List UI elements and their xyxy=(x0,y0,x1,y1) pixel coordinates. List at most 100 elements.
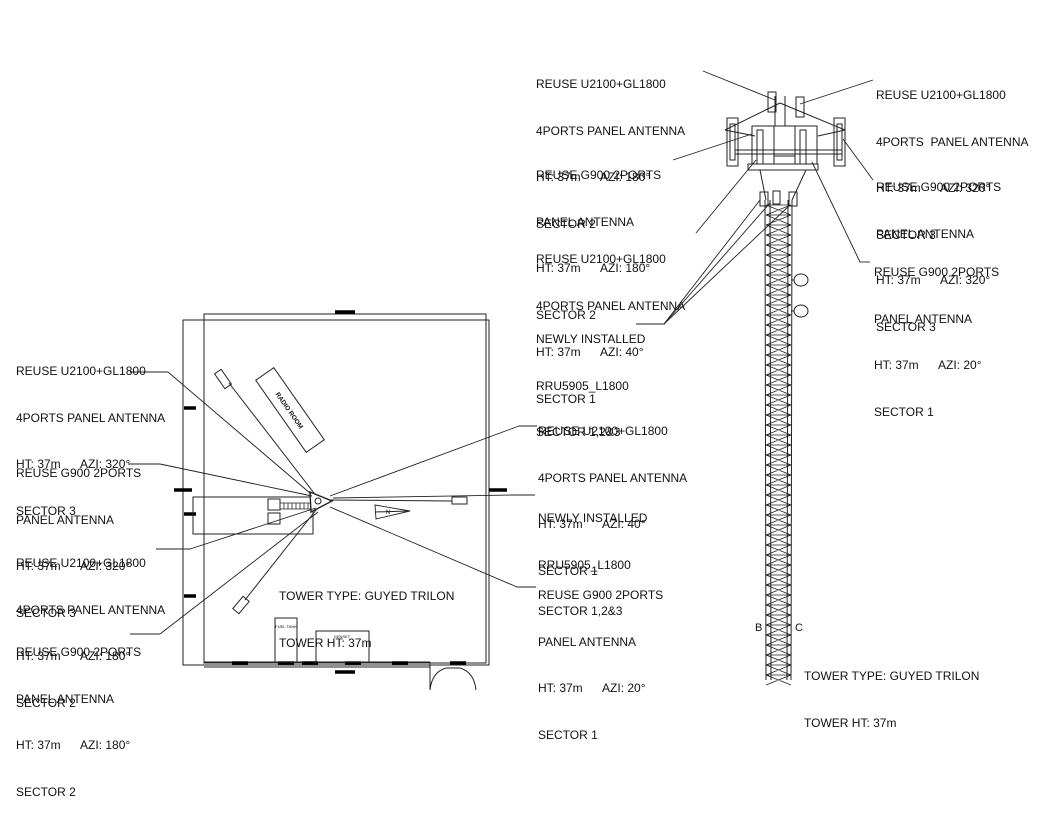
callout-line: SECTOR 3 xyxy=(876,319,936,334)
panel-antenna-top-right xyxy=(795,96,805,118)
callout-line: PANEL ANTENNA xyxy=(536,214,635,229)
callout-line: PANEL ANTENNA xyxy=(876,226,975,241)
tower-leg-b: B xyxy=(755,622,762,634)
guy-anchor-nw xyxy=(213,368,233,390)
callout-line: RRU5905_L1800 xyxy=(536,378,629,393)
elev-callout-u2100-sector1: REUSE U2100+GL1800 4PORTS PANEL ANTENNA … xyxy=(536,221,685,423)
plan-callout-rru: NEWLY INSTALLED RRU5905_L1800 SECTOR 1,2… xyxy=(538,480,647,635)
compound-outer-wall xyxy=(182,319,490,666)
callout-line: PANEL ANTENNA xyxy=(874,311,973,326)
tower-type: TOWER TYPE: GUYED TRILON xyxy=(804,669,980,683)
elevation-leaders xyxy=(636,70,874,325)
north-label: N xyxy=(386,510,390,516)
callout-line: PANEL ANTENNA xyxy=(16,691,115,706)
callout-line: HT: 37m AZI: 320° xyxy=(16,457,131,471)
callout-line: REUSE G900 2PORTS xyxy=(538,588,664,602)
callout-line: NEWLY INSTALLED xyxy=(538,511,648,525)
fuel-tank xyxy=(274,617,298,663)
callout-line: SECTOR 1,2&3 xyxy=(538,604,623,618)
callout-line: SECTOR 1 xyxy=(538,727,598,742)
callout-line: REUSE G900 2PORTS xyxy=(536,168,662,182)
callout-line: SECTOR 1,2&3 xyxy=(536,425,621,439)
plan-tower-info: TOWER TYPE: GUYED TRILON TOWER HT: 37m xyxy=(279,558,454,667)
callout-line: REUSE G900 2PORTS xyxy=(874,265,1000,279)
callout-line: REUSE U2100+GL1800 xyxy=(536,252,666,266)
elev-callout-rru: NEWLY INSTALLED RRU5905_L1800 SECTOR 1,2… xyxy=(536,301,645,456)
radio-room-label: RADIO ROOM xyxy=(274,391,304,430)
plan-callout-g900-sector2: REUSE G900 2PORTS PANEL ANTENNA HT: 37m … xyxy=(16,614,141,816)
callout-line: SECTOR 2 xyxy=(536,216,596,231)
tower-mast xyxy=(764,199,793,686)
callout-line: 4PORTS PANEL ANTENNA xyxy=(16,410,166,425)
plan-callout-g900-sector3: REUSE G900 2PORTS PANEL ANTENNA HT: 37m … xyxy=(16,435,141,637)
callout-line: SECTOR 2 xyxy=(16,695,76,710)
callout-line: HT: 37m AZI: 320° xyxy=(876,181,991,195)
north-arrow xyxy=(374,504,411,520)
callout-line: RRU5905_L1800 xyxy=(538,557,631,572)
callout-line: NEWLY INSTALLED xyxy=(536,332,646,346)
callout-line: 4PORTS PANEL ANTENNA xyxy=(876,134,1029,149)
fuel-tank-label: FUEL TANK xyxy=(275,624,297,629)
plan-callout-u2100-sector3: REUSE U2100+GL1800 4PORTS PANEL ANTENNA … xyxy=(16,333,165,535)
callout-line: HT: 37m AZI: 40° xyxy=(536,345,644,359)
rru-cluster xyxy=(759,190,798,207)
callout-line: SECTOR 3 xyxy=(876,227,936,242)
callout-line: REUSE U2100+GL1800 xyxy=(536,77,666,91)
panel-antenna-right xyxy=(833,117,846,167)
elev-callout-g900-sector3: REUSE G900 2PORTS PANEL ANTENNA HT: 37m … xyxy=(876,149,1001,351)
microwave-dish-2 xyxy=(791,304,809,318)
callout-line: HT: 37m AZI: 320° xyxy=(876,273,991,287)
callout-line: 4PORTS PANEL ANTENNA xyxy=(536,123,686,138)
antenna-platform xyxy=(724,96,846,201)
callout-line: HT: 37m AZI: 180° xyxy=(536,261,651,275)
genset-label: GENSET xyxy=(334,634,351,639)
callout-line: 4PORTS PANEL ANTENNA xyxy=(536,298,686,313)
callout-line: SECTOR 1 xyxy=(874,404,934,419)
callout-line: HT: 37m AZI: 20° xyxy=(538,681,646,695)
elev-callout-g900-sector2: REUSE G900 2PORTS PANEL ANTENNA HT: 37m … xyxy=(536,137,661,339)
panel-antenna-top-left xyxy=(767,91,777,113)
radio-room xyxy=(255,366,325,454)
site-plan xyxy=(128,310,537,691)
elev-callout-u2100-sector3: REUSE U2100+GL1800 4PORTS PANEL ANTENNA … xyxy=(876,57,1029,259)
drawing-canvas: RADIO ROOM FUEL TANK GENSET N xyxy=(128,70,874,691)
tower-elevation xyxy=(636,70,874,686)
callout-line: REUSE U2100+GL1800 xyxy=(876,88,1006,102)
callout-line: HT: 37m AZI: 20° xyxy=(874,358,982,372)
callout-line: SECTOR 1 xyxy=(536,391,596,406)
gate-swing xyxy=(429,667,447,691)
plan-callout-u2100-sector1: REUSE U2100+GL1800 4PORTS PANEL ANTENNA … xyxy=(538,393,687,595)
callout-line: REUSE U2100+GL1800 xyxy=(538,424,668,438)
plan-leaders xyxy=(128,371,537,635)
genset xyxy=(315,630,370,663)
callout-line: SECTOR 3 xyxy=(16,503,76,518)
callout-line: 4PORTS PANEL ANTENNA xyxy=(16,602,166,617)
plan-callout-g900-sector1: REUSE G900 2PORTS PANEL ANTENNA HT: 37m … xyxy=(538,557,663,759)
wall-marks xyxy=(174,310,507,674)
callout-line: HT: 37m AZI: 40° xyxy=(538,517,646,531)
callout-line: HT: 37m AZI: 180° xyxy=(16,738,131,752)
elev-callout-g900-sector1: REUSE G900 2PORTS PANEL ANTENNA HT: 37m … xyxy=(874,234,999,436)
callout-line: PANEL ANTENNA xyxy=(16,512,115,527)
callout-line: REUSE G900 2PORTS xyxy=(876,180,1002,194)
callout-line: REUSE G900 2PORTS xyxy=(16,645,142,659)
tower-leg-c: C xyxy=(795,622,803,634)
cable-tray xyxy=(280,502,312,510)
tower-type: TOWER TYPE: GUYED TRILON xyxy=(279,589,455,603)
guy-anchor-sw xyxy=(232,595,250,615)
microwave-dish-1 xyxy=(791,273,809,287)
callout-line: PANEL ANTENNA xyxy=(538,634,637,649)
callout-line: HT: 37m AZI: 320° xyxy=(16,559,131,573)
plan-callout-u2100-sector2: REUSE U2100+GL1800 4PORTS PANEL ANTENNA … xyxy=(16,525,165,727)
callout-line: SECTOR 2 xyxy=(536,307,596,322)
elev-tower-info: TOWER TYPE: GUYED TRILON TOWER HT: 37m xyxy=(804,638,979,747)
callout-line: REUSE G900 2PORTS xyxy=(16,466,142,480)
callout-line: SECTOR 3 xyxy=(16,605,76,620)
callout-line: REUSE U2100+GL1800 xyxy=(16,556,146,570)
callout-line: 4PORTS PANEL ANTENNA xyxy=(538,470,688,485)
callout-line: REUSE U2100+GL1800 xyxy=(16,364,146,378)
callout-line: HT: 37m AZI: 180° xyxy=(16,649,131,663)
tower-height: TOWER HT: 37m xyxy=(279,635,372,650)
callout-line: HT: 37m AZI: 180° xyxy=(536,170,651,184)
callout-line: SECTOR 2 xyxy=(16,784,76,799)
